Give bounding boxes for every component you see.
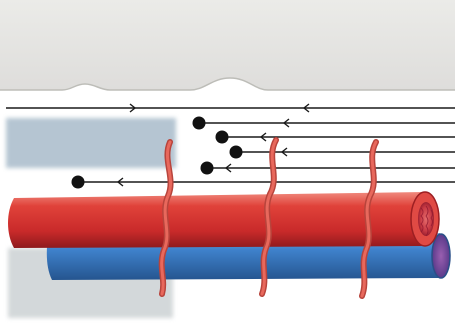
tissue-layer-top	[0, 0, 455, 90]
nerve-terminal-dot	[193, 117, 206, 130]
vein-cross-section	[432, 234, 450, 278]
bluish-tissue-patch	[6, 118, 176, 168]
nerve-terminal-dot	[230, 146, 243, 159]
nerve-terminal-dot	[201, 162, 214, 175]
nerve-terminal-dot	[216, 131, 229, 144]
nerve-terminal-dot	[72, 176, 85, 189]
artery-body	[8, 192, 424, 248]
artery	[8, 192, 439, 248]
